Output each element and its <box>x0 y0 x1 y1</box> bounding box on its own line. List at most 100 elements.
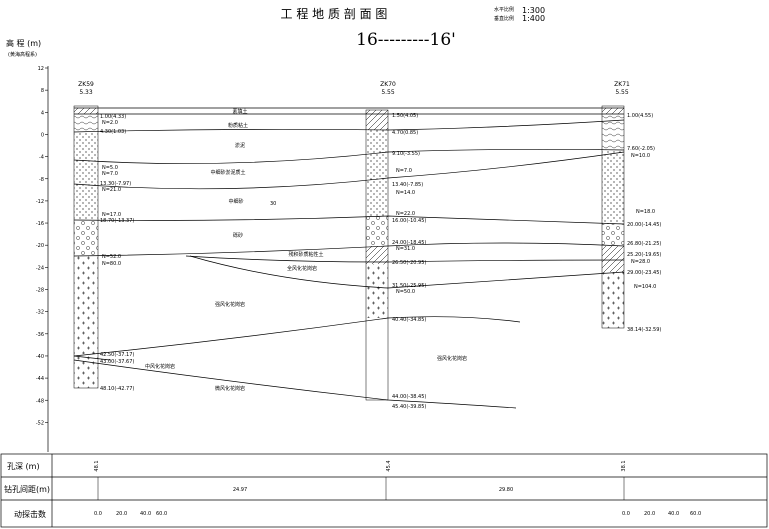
layer-label-slightly-weathered: 微风化花岗岩 <box>215 385 245 392</box>
borehole-zk71-id: ZK71 <box>614 81 630 88</box>
y-tick-label: -28 <box>36 288 44 294</box>
y-tick-label: -8 <box>39 177 44 183</box>
y-tick-label: 8 <box>41 88 44 94</box>
y-tick-label: -44 <box>36 376 44 382</box>
layer-label-strong-weathered-1: 强风化花岗岩 <box>215 301 245 308</box>
layer-label-full-weathered: 全风化花岗岩 <box>287 265 317 272</box>
layer-boundaries <box>73 107 625 409</box>
y-tick-label: -20 <box>36 243 44 249</box>
layer-label-fine-sand-silt: 中细砂淤泥质土 <box>210 169 245 176</box>
scale-tick: 20.0 <box>116 511 127 517</box>
zk70-depth: 45.40(-39.85) <box>392 404 426 410</box>
zk59-spt: N=17.0 <box>102 212 121 218</box>
zk59-depth: 48.10(-42.77) <box>100 386 134 392</box>
borehole-zk70-column <box>365 109 389 401</box>
section-title: 工 程 地 质 剖 面 图 <box>281 6 388 21</box>
y-tick-label: 0 <box>41 132 44 138</box>
spacing-59-70: 24.97 <box>233 487 247 493</box>
zk59-spt: N=52.0 <box>102 254 121 260</box>
zk70-annotations: 1.50(4.05) 4.70(0.85) 9.10(-3.55) N=7.0 … <box>392 113 426 410</box>
scale-tick: 20.0 <box>644 511 655 517</box>
zk70-spt: N=14.0 <box>396 190 415 196</box>
zk70-depth: 26.50(-20.95) <box>392 260 426 266</box>
layer-label-silt: 淤泥 <box>235 142 245 149</box>
axis-sublabel: (黄海高程系) <box>8 51 37 58</box>
section-name: 16---------16' <box>356 30 456 50</box>
scale-tick: 60.0 <box>156 511 167 517</box>
zk71-depth: 7.60(-2.05) <box>627 146 655 152</box>
depth-zk70: 45.4 <box>386 460 392 471</box>
zk70-spt: N=50.0 <box>396 289 415 295</box>
y-tick-label: 12 <box>38 66 44 72</box>
zk71-depth: 26.80(-21.25) <box>627 241 661 247</box>
zk71-depth: 25.20(-19.65) <box>627 252 661 258</box>
y-tick-label: -40 <box>36 354 44 360</box>
layer-label-gravel-sand: 砾砂 <box>233 232 243 239</box>
y-tick-label: -4 <box>39 155 44 161</box>
scale-vertical-label: 垂直比例 <box>494 15 514 22</box>
zk71-spt: N=104.0 <box>634 284 656 290</box>
y-tick-label: -52 <box>36 420 44 426</box>
scale-horizontal-value: 1:300 <box>522 6 545 15</box>
axis-label: 高 程 (m) <box>6 38 41 48</box>
zk59-spt: N=80.0 <box>102 261 121 267</box>
y-tick-label: -16 <box>36 221 44 227</box>
borehole-zk70-elevation: 5.55 <box>381 89 395 96</box>
zk59-spt: N=2.0 <box>102 120 118 126</box>
zk70-depth: 44.00(-38.45) <box>392 394 426 400</box>
zk59-spt: N=5.0 <box>102 165 118 171</box>
zk71-depth: 1.00(4.55) <box>627 113 653 119</box>
penetration-scale-right: 0.0 20.0 40.0 60.0 <box>622 511 701 517</box>
y-tick-label: -32 <box>36 310 44 316</box>
zk59-spt: N=21.0 <box>102 187 121 193</box>
zk59-annotations: 1.00(4.33) N=2.0 4.30(1.03) N=5.0 N=7.0 … <box>100 114 134 392</box>
y-axis-ticks: 12840-4-8-12-16-20-24-28-32-36-40-44-48-… <box>36 66 48 426</box>
zk70-depth: 31.50(-25.95) <box>392 283 426 289</box>
layer-label-fill: 素填土 <box>232 108 247 115</box>
y-tick-label: -24 <box>36 265 44 271</box>
zk71-spt: N=18.0 <box>636 209 655 215</box>
penetration-scale-left: 0.0 20.0 40.0 60.0 <box>94 511 167 517</box>
borehole-zk70-id: ZK70 <box>380 81 396 88</box>
zk70-spt: N=7.0 <box>396 168 412 174</box>
borehole-zk71-elevation: 5.55 <box>615 89 629 96</box>
zk59-depth: 43.00(-37.67) <box>100 359 134 365</box>
zk71-spt: N=10.0 <box>631 153 650 159</box>
layer-label-fine-sand: 中细砂 <box>228 198 243 205</box>
scale-tick: 0.0 <box>622 511 630 517</box>
zk59-depth: 42.50(-37.17) <box>100 352 134 358</box>
borehole-zk59-id: ZK59 <box>78 81 94 88</box>
depth-zk71: 38.1 <box>621 460 627 471</box>
zk59-depth: 1.00(4.33) <box>100 114 126 120</box>
zk70-depth: 9.10(-3.55) <box>392 151 420 157</box>
scale-tick: 60.0 <box>690 511 701 517</box>
scale-tick: 0.0 <box>94 511 102 517</box>
zk71-depth: 38.14(-32.59) <box>627 327 661 333</box>
table-row-depth-label: 孔深 (m) <box>7 462 40 471</box>
zk70-depth: 1.50(4.05) <box>392 113 418 119</box>
scale-tick: 40.0 <box>140 511 151 517</box>
zk71-spt: N=28.0 <box>631 259 650 265</box>
table-row-spacing-label: 钻孔间距(m) <box>4 484 50 494</box>
scale-tick: 40.0 <box>668 511 679 517</box>
layer-label-residual-clay: 残积砂质粘性土 <box>288 251 323 258</box>
depth-zk59: 48.1 <box>94 460 100 471</box>
borehole-zk71-column <box>601 105 625 329</box>
zk59-depth: 18.70(-13.37) <box>100 218 134 224</box>
table-row-penetration-label: 动探击数 <box>14 509 46 519</box>
zk59-depth: 13.30(-7.97) <box>100 181 131 187</box>
layer-label-strong-weathered-2: 强风化花岗岩 <box>437 355 467 362</box>
zk71-annotations: 1.00(4.55) 7.60(-2.05) N=10.0 N=18.0 20.… <box>627 113 661 333</box>
borehole-zk59-elevation: 5.33 <box>79 89 93 96</box>
spacing-70-71: 29.80 <box>499 487 513 493</box>
y-tick-label: -12 <box>36 199 44 205</box>
zk59-spt: N=7.0 <box>102 171 118 177</box>
zk59-depth: 4.30(1.03) <box>100 129 126 135</box>
layer-label-silty-clay: 粉质粘土 <box>228 122 248 129</box>
y-tick-label: -36 <box>36 332 44 338</box>
zk70-depth: 16.00(-10.45) <box>392 218 426 224</box>
bottom-table <box>0 453 768 528</box>
y-tick-label: 4 <box>41 110 44 116</box>
zk71-depth: 20.00(-14.45) <box>627 222 661 228</box>
